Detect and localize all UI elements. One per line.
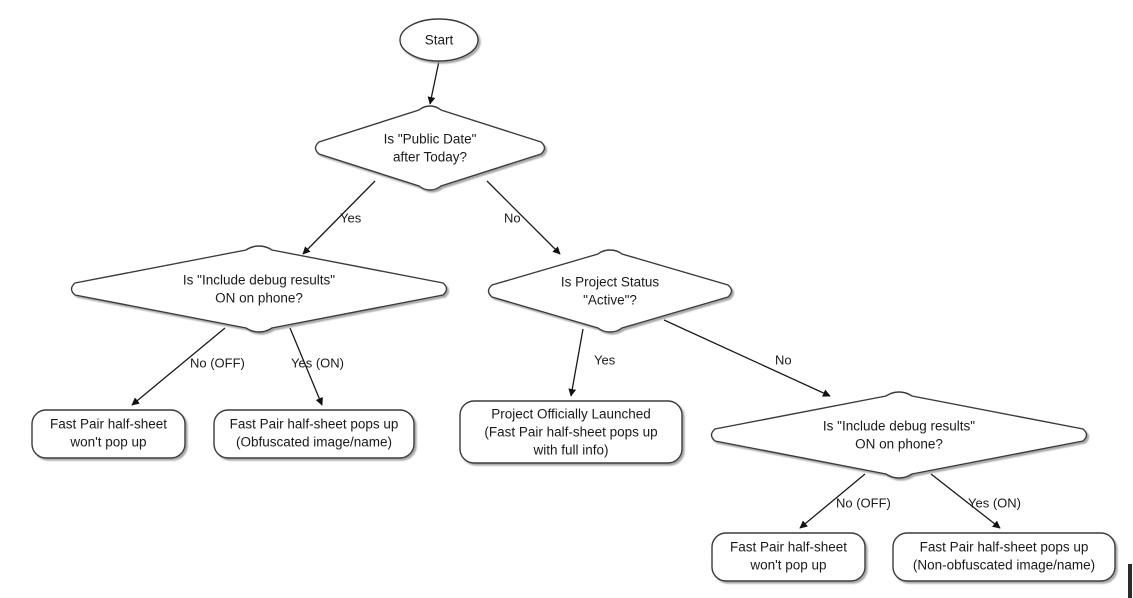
node-decision-debug-right[interactable]: Is "Include debug results" ON on phone? [710, 391, 1088, 479]
node-project-status-line2: "Active"? [583, 293, 637, 308]
edge-label-project-status-yes: Yes [594, 352, 616, 367]
edge-label-public-date-yes: Yes [340, 210, 362, 225]
node-start-label: Start [425, 33, 454, 48]
node-left-off-line2: won't pop up [69, 435, 146, 450]
node-public-date-line1: Is "Public Date" [384, 132, 477, 147]
node-start[interactable]: Start [399, 18, 479, 62]
node-launched-line3: with full info) [532, 443, 608, 458]
nodes-layer: Start Is "Public Date" after Today? Is "… [31, 18, 1116, 582]
node-launched-line2: (Fast Pair half-sheet pops up [484, 425, 657, 440]
edge-label-debug-left-on: Yes (ON) [291, 355, 344, 370]
edge-label-project-status-no: No [775, 352, 792, 367]
node-decision-debug-left[interactable]: Is "Include debug results" ON on phone? [70, 245, 448, 333]
edge-debug-left-on [289, 327, 323, 406]
edge-public-date-no [486, 180, 561, 255]
edge-debug-right-on [930, 473, 1001, 529]
node-right-on-line2: (Non-obfuscated image/name) [913, 558, 1095, 573]
node-right-on-line1: Fast Pair half-sheet pops up [920, 540, 1089, 555]
node-public-date-line2: after Today? [393, 150, 467, 165]
node-terminal-project-launched[interactable]: Project Officially Launched (Fast Pair h… [459, 400, 683, 464]
edges-layer [131, 60, 1001, 529]
node-terminal-right-on[interactable]: Fast Pair half-sheet pops up (Non-obfusc… [892, 532, 1116, 582]
node-project-status-line1: Is Project Status [561, 275, 660, 290]
edge-debug-right-off [799, 473, 866, 529]
edge-public-date-yes [302, 180, 376, 255]
right-edge-artifact [1128, 564, 1132, 598]
node-debug-left-line2: ON on phone? [215, 291, 303, 306]
node-debug-left-line1: Is "Include debug results" [183, 273, 335, 288]
edge-labels-layer: Yes No No (OFF) Yes (ON) Yes No No (OFF)… [190, 210, 1021, 510]
edge-label-debug-left-off: No (OFF) [190, 355, 245, 370]
node-left-off-line1: Fast Pair half-sheet [50, 417, 167, 432]
node-debug-right-line1: Is "Include debug results" [823, 419, 975, 434]
node-left-on-line1: Fast Pair half-sheet pops up [230, 417, 399, 432]
edge-project-status-yes [568, 328, 584, 397]
node-right-off-line2: won't pop up [749, 558, 826, 573]
node-terminal-left-off[interactable]: Fast Pair half-sheet won't pop up [31, 409, 186, 459]
edge-debug-left-off [131, 327, 226, 406]
node-left-on-line2: (Obfuscated image/name) [236, 435, 392, 450]
node-decision-project-status[interactable]: Is Project Status "Active"? [487, 249, 733, 333]
node-terminal-right-off[interactable]: Fast Pair half-sheet won't pop up [711, 532, 866, 582]
node-debug-right-line2: ON on phone? [855, 437, 943, 452]
node-right-off-line1: Fast Pair half-sheet [730, 540, 847, 555]
edge-start-to-public-date [427, 60, 440, 105]
edge-label-debug-right-off: No (OFF) [836, 495, 891, 510]
node-launched-line1: Project Officially Launched [491, 407, 651, 422]
node-terminal-left-on[interactable]: Fast Pair half-sheet pops up (Obfuscated… [213, 409, 415, 459]
edge-label-public-date-no: No [504, 210, 521, 225]
edge-label-debug-right-on: Yes (ON) [968, 495, 1021, 510]
node-decision-public-date[interactable]: Is "Public Date" after Today? [314, 105, 546, 191]
edge-project-status-no [663, 319, 831, 397]
